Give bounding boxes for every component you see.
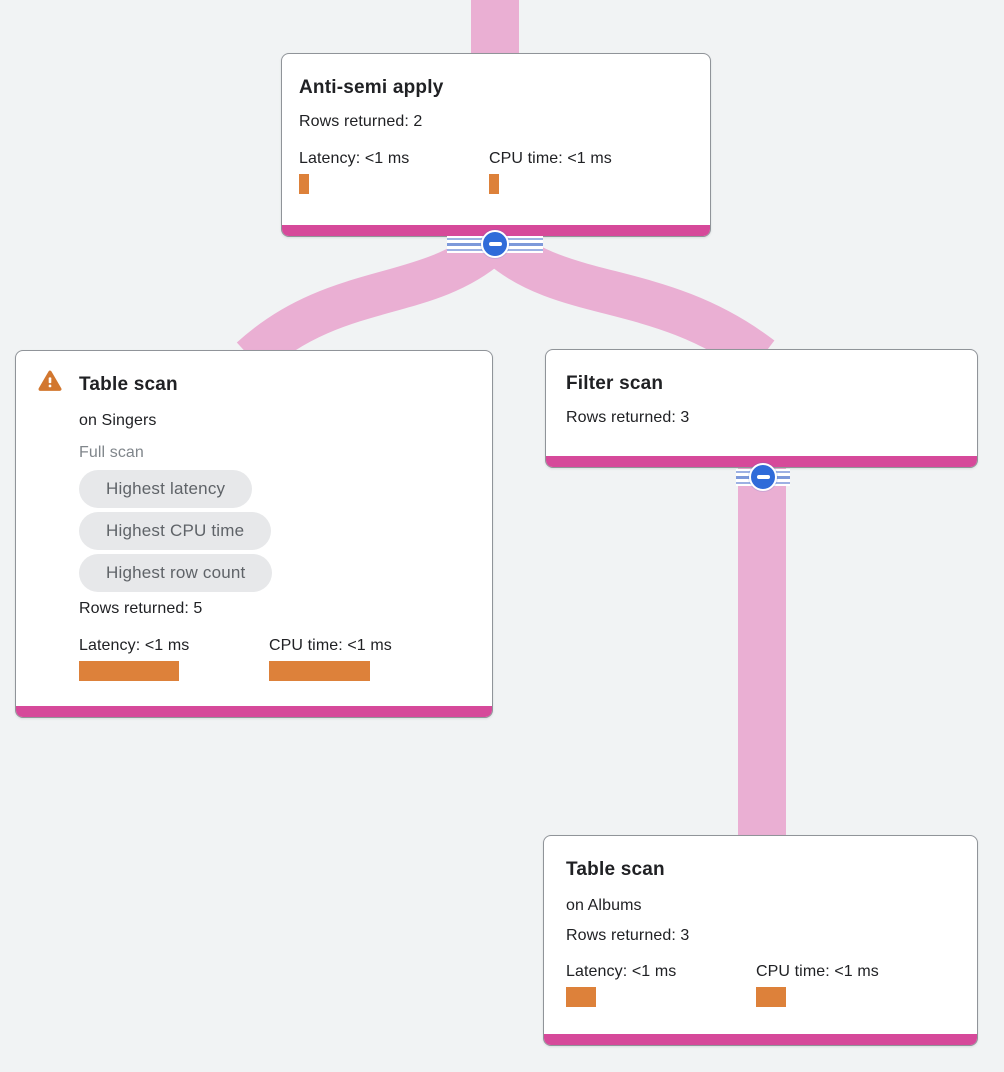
node-title: Table scan (79, 374, 178, 395)
node-accent-bar (544, 1034, 977, 1045)
badge-highest-latency: Highest latency (79, 470, 253, 508)
badge-highest-row-count: Highest row count (79, 554, 273, 592)
node-table-scan-albums[interactable]: Table scan on Albums Rows returned: 3 La… (543, 835, 978, 1046)
cpu-metric: CPU time: <1 ms (756, 961, 946, 1007)
node-filter-scan[interactable]: Filter scan Rows returned: 3 (545, 349, 978, 468)
latency-label: Latency: <1 ms (79, 637, 190, 654)
collapse-button[interactable] (481, 230, 509, 258)
node-accent-bar (16, 706, 492, 717)
edge-filter-to-albums (738, 468, 786, 836)
edge-anti-semi-to-filter (486, 228, 775, 376)
latency-bar (79, 661, 179, 681)
cpu-time-label: CPU time: <1 ms (489, 150, 612, 167)
latency-label: Latency: <1 ms (566, 963, 677, 980)
rows-returned: Rows returned: 5 (79, 600, 203, 617)
cpu-metric: CPU time: <1 ms (269, 635, 459, 681)
node-title: Table scan (566, 859, 665, 880)
scan-type-label: Full scan (79, 444, 144, 461)
cpu-time-bar (269, 661, 370, 681)
cpu-time-bar (756, 987, 786, 1007)
node-anti-semi-apply[interactable]: Anti-semi apply Rows returned: 2 Latency… (281, 53, 711, 237)
node-title: Filter scan (566, 373, 664, 394)
rows-returned: Rows returned: 3 (566, 409, 690, 426)
badge-list: Highest latency Highest CPU time Highest… (79, 470, 472, 592)
badge-highest-cpu-time: Highest CPU time (79, 512, 272, 550)
cpu-time-bar (489, 174, 499, 194)
edge-into-anti-semi (471, 0, 519, 56)
latency-bar (566, 987, 596, 1007)
edge-anti-semi-to-singers (236, 229, 503, 374)
node-title: Anti-semi apply (299, 77, 444, 98)
node-subtitle: on Albums (566, 897, 642, 914)
node-accent-bar (546, 456, 977, 467)
latency-metric: Latency: <1 ms (79, 635, 269, 681)
latency-metric: Latency: <1 ms (299, 148, 489, 194)
node-table-scan-singers[interactable]: Table scan on Singers Full scan Highest … (15, 350, 493, 718)
cpu-metric: CPU time: <1 ms (489, 148, 679, 194)
cpu-time-label: CPU time: <1 ms (269, 637, 392, 654)
node-subtitle: on Singers (79, 412, 157, 429)
minus-icon (756, 475, 770, 479)
collapse-button[interactable] (749, 463, 777, 491)
latency-label: Latency: <1 ms (299, 150, 410, 167)
latency-bar (299, 174, 309, 194)
minus-icon (488, 242, 502, 246)
rows-returned: Rows returned: 3 (566, 927, 690, 944)
rows-returned: Rows returned: 2 (299, 113, 423, 130)
warning-icon (38, 370, 62, 391)
latency-metric: Latency: <1 ms (566, 961, 756, 1007)
cpu-time-label: CPU time: <1 ms (756, 963, 879, 980)
